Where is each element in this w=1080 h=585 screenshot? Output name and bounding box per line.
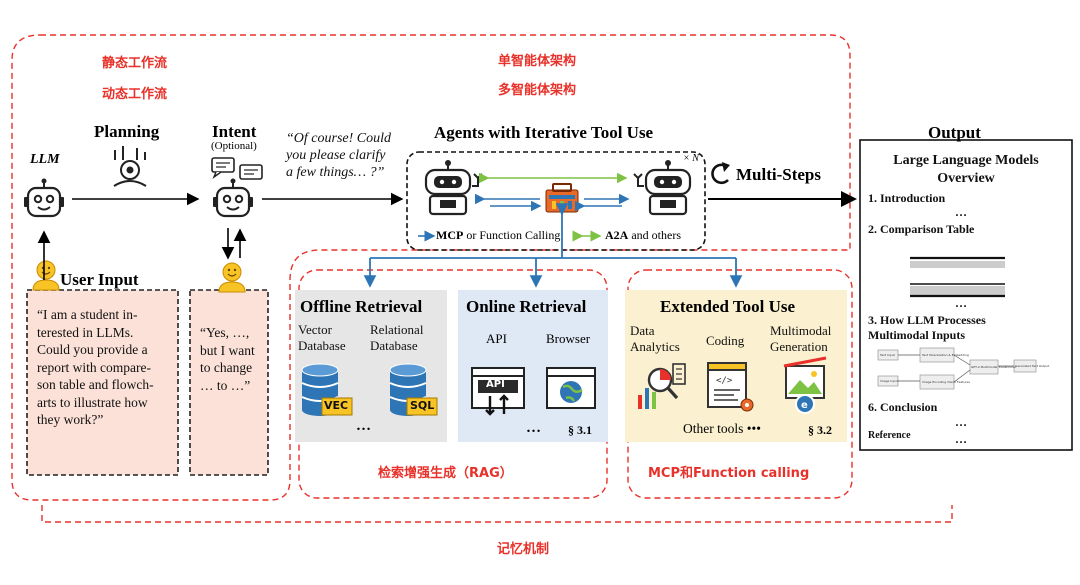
agent-robot-icon	[424, 158, 472, 216]
output-label: Output	[928, 123, 981, 142]
output-ellipsis-4: …	[955, 432, 967, 446]
speech-bubble-icon	[211, 157, 235, 173]
label-multi-agent: 多智能体架构	[498, 83, 577, 98]
mcp-legend: MCP or Function Calling	[436, 228, 561, 242]
output-ellipsis-1: …	[955, 205, 967, 219]
output-reference: Reference	[868, 430, 911, 441]
refresh-icon	[711, 163, 729, 185]
label-rag: 检索增强生成（RAG）	[378, 466, 513, 481]
flow-node-gpt4: GPT-4 Multimodal Transformer	[971, 365, 1017, 369]
section-3-2: § 3.2	[808, 423, 832, 437]
user-input-box	[26, 289, 179, 476]
flow-node-image-encoding: Image Encoding Vision Features	[922, 380, 970, 384]
flow-node-image-input: Image Input	[880, 379, 899, 383]
relational-database-icon	[389, 363, 438, 416]
agents-title: Agents with Iterative Tool Use	[434, 123, 654, 142]
svg-text:e: e	[801, 400, 808, 411]
svg-text:</>: </>	[716, 376, 733, 386]
label-dynamic-workflow: 动态工作流	[102, 87, 168, 102]
online-title: Online Retrieval	[466, 297, 587, 316]
label-single-agent: 单智能体架构	[498, 54, 577, 69]
user-avatar-icon	[32, 260, 60, 291]
llm-label: LLM	[30, 152, 60, 167]
reply-box	[189, 289, 269, 476]
a2a-legend: A2A and others	[605, 228, 681, 242]
data-analytics-icon	[638, 363, 686, 409]
online-browser-label: Browser	[546, 331, 591, 346]
flow-node-text-input: Text Input	[879, 353, 896, 357]
user-input-label: User Input	[60, 270, 139, 289]
agent-robot-n-icon	[644, 158, 692, 216]
mcp-region	[627, 269, 853, 499]
clarify-quote: “Of course! Could you please clarify a f…	[286, 131, 391, 180]
other-tools-label: Other tools •••	[683, 421, 761, 436]
times-n-label: × N	[683, 153, 699, 164]
intent-label: Intent	[212, 122, 257, 141]
label-static-workflow: 静态工作流	[102, 56, 168, 71]
browser-window-icon	[546, 367, 596, 409]
planning-icon	[113, 146, 147, 187]
output-ellipsis-2: …	[955, 296, 967, 310]
vec-badge: VEC	[324, 399, 349, 412]
multimodal-generation-icon: e	[783, 356, 827, 414]
user-input-text: “I am a student in- terested in LLMs. Co…	[37, 307, 154, 427]
output-flowchart: Text Input Text Tokenization & Embedding…	[877, 347, 1050, 390]
vector-database-icon	[301, 363, 353, 416]
online-panel	[458, 290, 608, 442]
api-badge: API	[486, 379, 505, 390]
agents-box	[406, 151, 706, 251]
llm-robot-icon	[22, 177, 66, 218]
label-mcp-fc: MCP和Function calling	[648, 466, 810, 481]
reply-text: “Yes, …, but I want to change … to …”	[200, 325, 255, 393]
memory-bracket	[41, 505, 953, 523]
output-section-6: 6. Conclusion	[868, 400, 938, 414]
toolbox-icon	[545, 183, 579, 213]
flow-node-output: Generated Text Output	[1015, 364, 1050, 368]
offline-title: Offline Retrieval	[300, 297, 423, 316]
coding-icon: </>	[707, 362, 754, 412]
online-more: …	[526, 420, 541, 436]
multi-steps-label: Multi-Steps	[736, 165, 821, 184]
api-window-icon	[471, 367, 525, 416]
extended-title: Extended Tool Use	[660, 297, 796, 316]
offline-more: …	[356, 418, 371, 434]
output-section-1: 1. Introduction	[868, 191, 946, 205]
output-section-2: 2. Comparison Table	[868, 222, 975, 236]
sql-badge: SQL	[410, 399, 435, 412]
section-3-1: § 3.1	[568, 423, 592, 437]
output-ellipsis-3: …	[955, 415, 967, 429]
online-api-label: API	[486, 331, 507, 346]
intent-robot-icon	[211, 177, 255, 218]
planning-label: Planning	[94, 122, 160, 141]
extended-col2-label: Coding	[706, 333, 745, 348]
intent-optional-label: (Optional)	[211, 140, 257, 152]
user-avatar-icon-2	[218, 262, 246, 293]
label-memory: 记忆机制	[497, 542, 550, 557]
flow-node-tokenization: Text Tokenization & Embedding	[921, 353, 969, 357]
rag-region	[298, 269, 608, 499]
